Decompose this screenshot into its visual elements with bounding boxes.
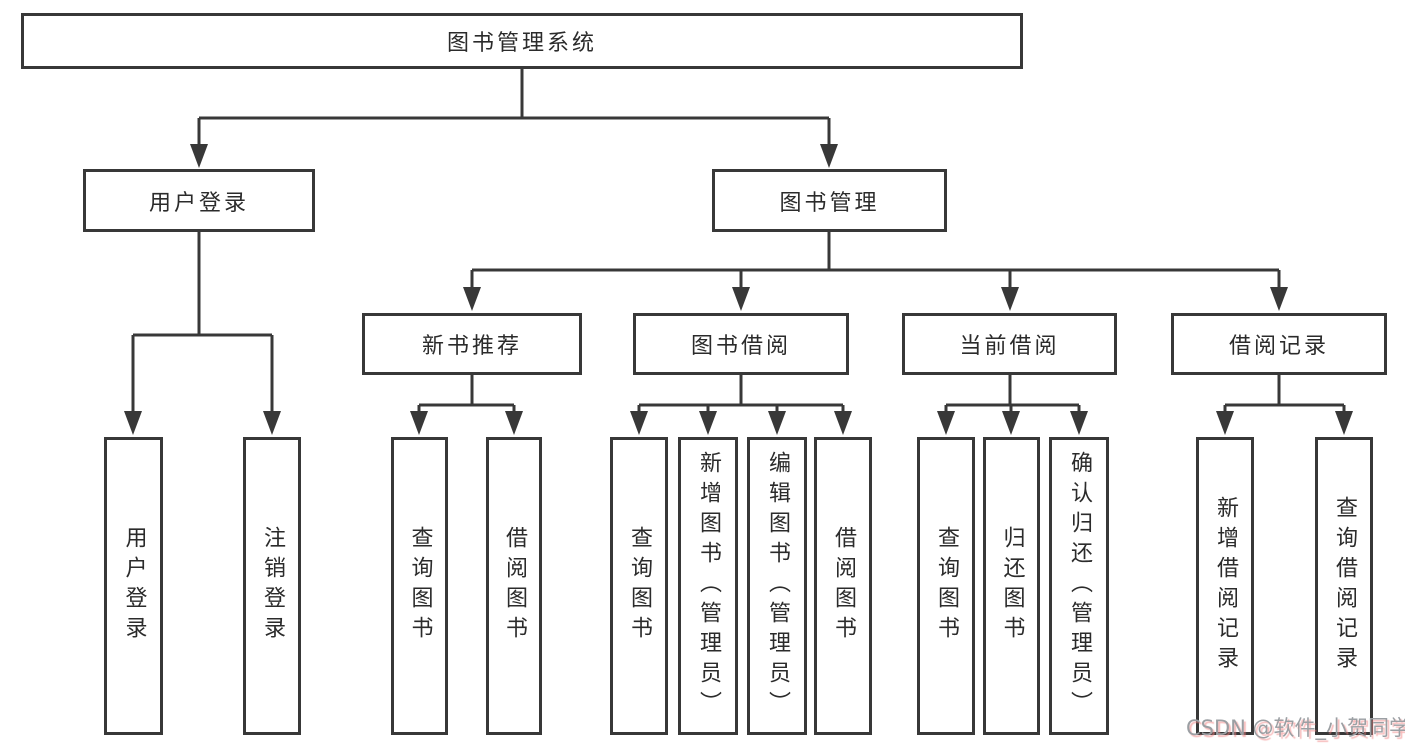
arrowhead	[1070, 411, 1088, 435]
leaf-record-add-label: 新增借阅记录	[1213, 496, 1238, 676]
leaf-borrow-add-admin-label: 新增图书（管理员）	[696, 451, 721, 721]
node-current-borrow: 当前借阅	[902, 313, 1117, 375]
leaf-current-query: 查询图书	[917, 437, 975, 735]
leaf-record-query: 查询借阅记录	[1315, 437, 1373, 735]
leaf-current-query-label: 查询图书	[934, 526, 959, 646]
leaf-current-confirm-admin: 确认归还（管理员）	[1049, 437, 1109, 735]
leaf-newbook-query: 查询图书	[391, 437, 448, 735]
arrowhead	[410, 411, 428, 435]
arrowhead	[1335, 411, 1353, 435]
connector-bookmgmt-to-level3	[470, 232, 1281, 290]
leaf-borrow-add-admin: 新增图书（管理员）	[678, 437, 738, 735]
arrowhead	[1270, 287, 1288, 311]
arrowhead	[1002, 411, 1020, 435]
arrowhead	[190, 144, 208, 168]
leaf-user-login: 用户登录	[104, 437, 163, 735]
leaf-logout-label: 注销登录	[260, 526, 285, 646]
leaf-current-return-label: 归还图书	[999, 526, 1025, 646]
connector-userlogin-to-leaves	[131, 232, 274, 413]
arrowhead	[820, 144, 838, 168]
node-root-system: 图书管理系统	[21, 13, 1023, 69]
connector-root-to-level2	[197, 69, 831, 148]
leaf-record-query-label: 查询借阅记录	[1332, 496, 1357, 676]
leaf-user-login-label: 用户登录	[121, 526, 147, 646]
arrowhead	[937, 411, 955, 435]
leaf-borrow-query: 查询图书	[610, 437, 668, 735]
csdn-watermark: CSDN @软件_小贺同学	[1186, 716, 1405, 740]
arrowhead	[263, 411, 281, 435]
leaf-newbook-query-label: 查询图书	[407, 526, 433, 646]
leaf-current-confirm-admin-label: 确认归还（管理员）	[1067, 451, 1092, 721]
node-new-book-recommend: 新书推荐	[362, 313, 582, 375]
leaf-borrow-edit-admin: 编辑图书（管理员）	[747, 437, 807, 735]
connector-records-to-leaves	[1223, 375, 1346, 413]
leaf-logout: 注销登录	[243, 437, 301, 735]
arrowhead	[463, 287, 481, 311]
leaf-current-return: 归还图书	[983, 437, 1040, 735]
arrowhead	[505, 411, 523, 435]
leaf-borrow-edit-admin-label: 编辑图书（管理员）	[765, 451, 790, 721]
leaf-record-add: 新增借阅记录	[1196, 437, 1254, 735]
connector-borrow-to-leaves	[637, 375, 845, 413]
arrowhead	[834, 411, 852, 435]
leaf-borrow-borrow: 借阅图书	[814, 437, 872, 735]
leaf-newbook-borrow: 借阅图书	[486, 437, 542, 735]
arrowhead	[732, 287, 750, 311]
arrowhead	[699, 411, 717, 435]
node-borrow-records: 借阅记录	[1171, 313, 1387, 375]
node-book-management: 图书管理	[712, 169, 947, 232]
leaf-borrow-query-label: 查询图书	[627, 526, 652, 646]
node-book-borrow: 图书借阅	[633, 313, 849, 375]
connector-newbook-to-leaves	[417, 375, 516, 413]
node-user-login: 用户登录	[83, 169, 315, 232]
arrowhead	[124, 411, 142, 435]
arrowhead	[1216, 411, 1234, 435]
leaf-borrow-borrow-label: 借阅图书	[831, 526, 856, 646]
arrowhead	[1001, 287, 1019, 311]
leaf-newbook-borrow-label: 借阅图书	[502, 526, 527, 646]
arrowhead	[630, 411, 648, 435]
connector-current-to-leaves	[944, 375, 1081, 413]
arrowhead	[768, 411, 786, 435]
